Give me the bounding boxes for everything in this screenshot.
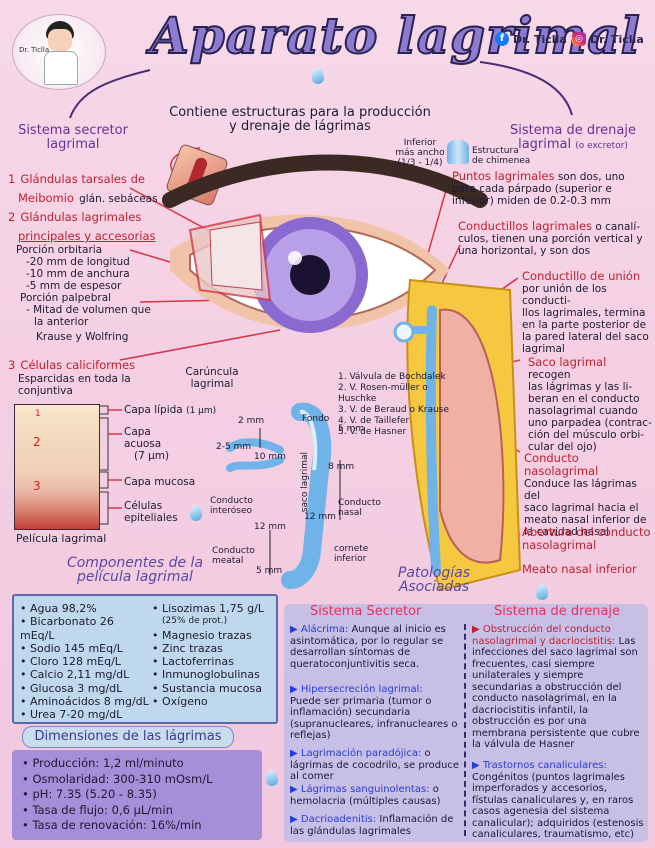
drainage-pathology-header: Sistema de drenaje [494,604,621,619]
intraosseous-duct-label: Conducto interóseo [210,496,253,516]
chimney-inferior-note: Inferior más ancho (1/3 - 1/4) [395,138,445,168]
instagram-icon: ◎ [572,32,586,46]
measure-5mm-top: 5 mm [338,424,365,434]
canaliculi-text: Conductillos lagrimales o canalí- culos,… [458,219,643,258]
components-col1: • Agua 98,2% • Bicarbonato 26 mEq/L • So… [20,602,149,722]
measure-12mm-right: 12 mm [304,512,336,522]
drainage-duct-diagram [226,402,341,589]
inferior-turbinate-label: cornete inferior [334,544,369,564]
aqueous-layer-label: Capa acuosa (7 µm) [124,426,170,462]
components-col2: • Lisozimas 1,75 g/L (25% de prot.) • Ma… [152,602,264,709]
tear-film-brackets [100,405,122,525]
tear-film-title: Película lagrimal [16,532,107,545]
common-canaliculus-text: Conductillo de unión por unión de los co… [522,269,649,356]
lipid-layer-label: Capa lípida (1 µm) [124,404,217,416]
drainage-system-title: Sistema de drenaje lagrimal (o excretor) [509,123,636,152]
lacrimal-sac-illustration [393,278,522,592]
components-panel: • Agua 98,2% • Bicarbonato 26 mEq/L • So… [12,594,278,724]
valves-list: 1. Válvula de Bochdalek 2. V. Rosen-müll… [338,372,449,437]
measure-5mm-bottom: 5 mm [256,566,283,576]
measure-10mm: 10 mm [254,452,286,462]
main-glands-item: 2 Glándulas lagrimales principales y acc… [8,210,156,243]
dimensions-title-box: Dimensiones de las lágrimas [22,726,234,748]
caruncle-label: Carúncula lagrimal [185,366,239,390]
tear-drop-icon-2 [190,505,202,521]
lacrimal-puncta-text: Puntos lagrimales son dos, uno para cada… [452,169,625,208]
pathology-divider [464,624,466,836]
pathology-title: Patologías Asociadas [397,565,471,595]
page-subtitle: Contiene estructuras para la producción … [169,105,431,134]
fundus-label: Fondo [302,414,330,424]
lacrimal-sac-text: Saco lagrimal recogen las lágrimas y las… [528,355,652,454]
inferior-meatus-text: Meato nasal inferior [522,562,637,576]
page-title: Aparato lagrimal [149,5,641,66]
meibomian-gland-item: 1 Glándulas tarsales de Meibomio glán. s… [8,172,158,206]
canalicular-disorders-item: ▶ Trastornos canaliculares: Congénitos (… [472,760,644,840]
dacryoadenitis-item: ▶ Dacrioadenitis: Inflamación de las glá… [290,814,454,837]
chimney-structure-note: Estructura de chimenea [472,146,531,166]
avatar-badge: Dr. Ticlla [19,46,50,54]
instagram-handle[interactable]: ◎ Dr. Ticlla [572,32,644,46]
secretor-pathology-header: Sistema Secretor [310,604,422,619]
paradoxical-item: ▶ Lagrimación paradójica: o lágrimas de … [290,748,460,782]
orbital-portion: Porción orbitaria -20 mm de longitud -10… [16,244,151,343]
avatar: Dr. Ticlla [12,14,106,90]
facebook-handle[interactable]: f Dr. Ticlla [495,32,567,46]
epithelial-cells-label: Células epiteliales [124,500,178,524]
hypersecretion-item: ▶ Hipersecreción lagrimal: Puede ser pri… [290,684,458,741]
tear-drop-icon [312,68,324,84]
mucous-layer-label: Capa mucosa [124,476,196,488]
chimney-structure-icon [447,140,469,164]
nasal-duct-label: Conducto nasal [338,498,381,518]
pathology-panel: Sistema Secretor Sistema de drenaje ▶ Al… [284,604,648,842]
tear-drop-icon-3 [266,770,278,786]
measure-8mm: 8 mm [328,462,355,472]
dimensions-panel: • Producción: 1,2 ml/minuto • Osmolarida… [12,750,262,840]
nasolacrimal-duct-text: Conducto nasolagrimal Conduce las lágrim… [524,451,647,539]
measure-2-5mm: 2-5 mm [216,442,252,452]
alacrima-item: ▶ Alácrima: Aunque al inicio es asintomá… [290,624,446,670]
bloody-tears-item: ▶ Lágrimas sanguinolentas: o hemolacria … [290,784,441,807]
eye-illustration [162,154,488,342]
measure-2mm: 2 mm [238,416,265,426]
tear-drop-icon-4 [536,584,548,600]
meatal-duct-label: Conducto meatal [212,546,255,566]
components-title: Componentes de la película lagrimal [66,555,204,585]
duct-opening-text: Abertura del conducto nasolagrimal [522,525,651,552]
sac-vertical-label: saco lagrimal [300,452,310,513]
obstruction-item: ▶ Obstrucción del conducto nasolagrimal … [472,624,640,750]
tear-film-diagram: 1 2 3 [14,404,100,530]
facebook-icon: f [495,32,509,46]
goblet-cells-item: 3 Células caliciformes Esparcidas en tod… [8,358,136,398]
measure-12mm-left: 12 mm [254,522,286,532]
secretor-system-title: Sistema secretor lagrimal [18,123,128,152]
